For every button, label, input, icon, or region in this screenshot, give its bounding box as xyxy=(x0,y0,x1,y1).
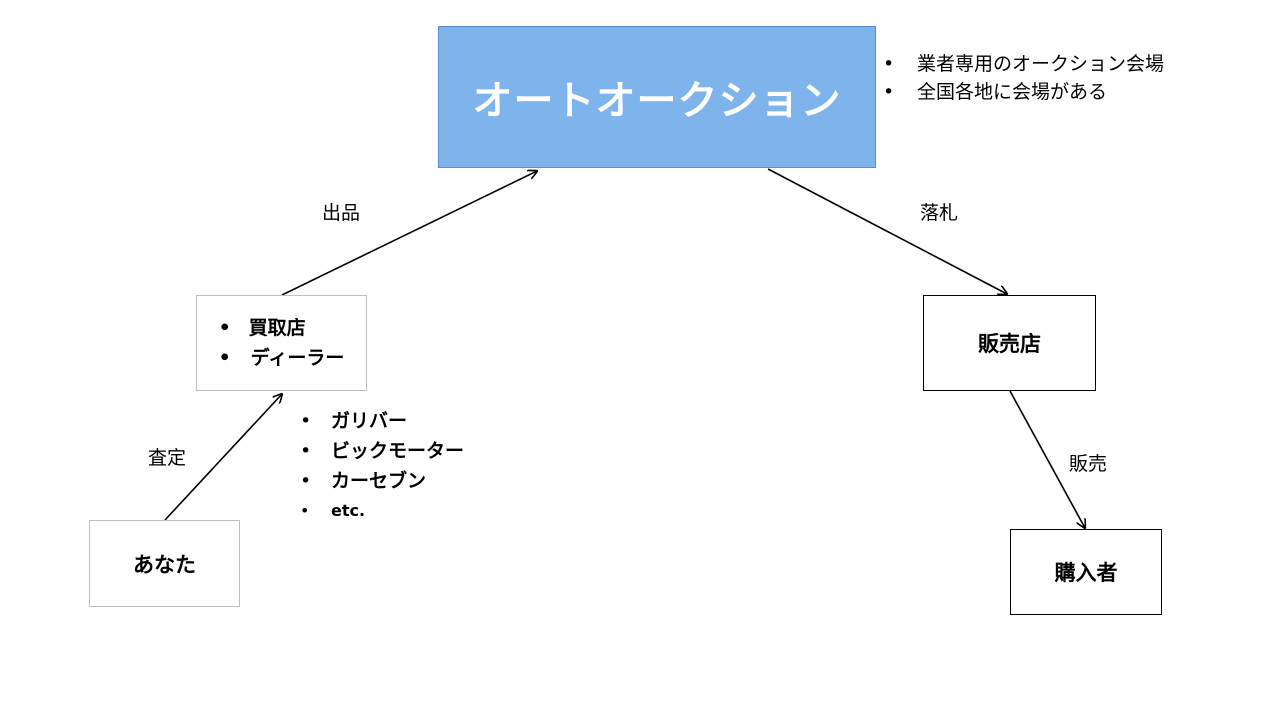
auction-node: オートオークション xyxy=(438,26,876,168)
you-node: あなた xyxy=(89,520,240,607)
bullet-dot: • xyxy=(300,410,312,432)
buyer-shop-item: •買取店 xyxy=(219,313,345,343)
bullet-dot: • xyxy=(300,470,312,492)
auction-title: オートオークション xyxy=(472,78,842,124)
bullet-dot: • xyxy=(883,81,895,103)
example-item: •カーセブン xyxy=(300,466,464,496)
bullet-dot: • xyxy=(218,317,231,339)
purchaser-label: 購入者 xyxy=(1054,561,1118,585)
buyer-shop-examples: •ガリバー •ビックモーター •カーセブン •etc. xyxy=(300,406,464,526)
auction-note: •業者専用のオークション会場 xyxy=(883,50,1164,78)
edge-label-appraisal: 査定 xyxy=(148,447,187,469)
dealer-node: 販売店 xyxy=(923,295,1096,391)
buyer-shop-item: •ディーラー xyxy=(219,343,345,373)
example-item: •etc. xyxy=(300,496,464,526)
buyer-shop-node: •買取店 •ディーラー xyxy=(196,295,367,391)
edge-label-winning-bid: 落札 xyxy=(920,202,959,224)
purchaser-node: 購入者 xyxy=(1010,529,1162,615)
edge-label-listing: 出品 xyxy=(322,202,361,224)
edge-label-sale: 販売 xyxy=(1069,453,1108,475)
bullet-dot: • xyxy=(300,501,310,520)
auction-notes: •業者専用のオークション会場 •全国各地に会場がある xyxy=(883,50,1164,106)
dealer-label: 販売店 xyxy=(978,332,1041,356)
you-label: あなた xyxy=(133,552,196,577)
bullet-dot: • xyxy=(218,347,231,369)
bullet-dot: • xyxy=(300,440,312,462)
bullet-dot: • xyxy=(883,53,895,75)
example-item: •ガリバー xyxy=(300,406,464,436)
auction-note: •全国各地に会場がある xyxy=(883,78,1164,106)
arrow-winning-bid xyxy=(767,168,1007,294)
example-item: •ビックモーター xyxy=(300,436,464,466)
buyer-shop-list: •買取店 •ディーラー xyxy=(219,313,345,373)
arrow-listing xyxy=(281,171,537,296)
